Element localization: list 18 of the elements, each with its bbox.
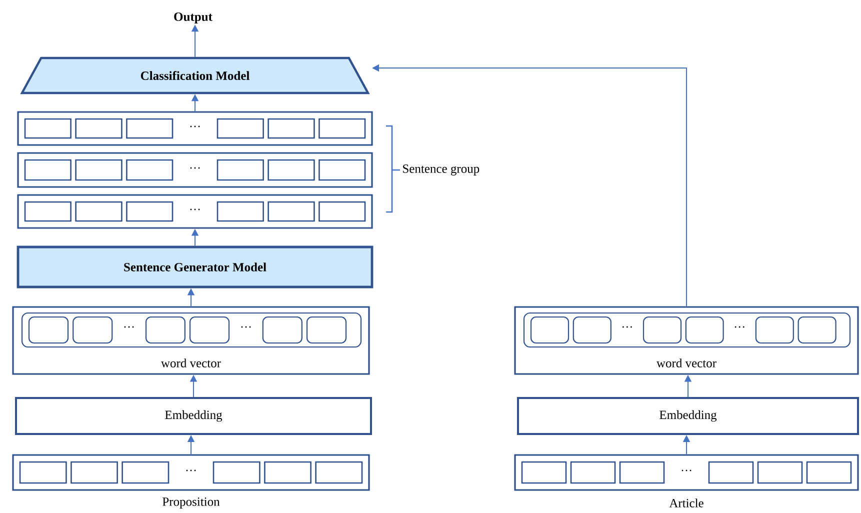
row-caption: Article — [669, 498, 704, 508]
ellipsis: … — [190, 208, 200, 210]
output-label: Output — [174, 12, 212, 24]
box-caption: word vector — [161, 358, 221, 368]
ellipsis: … — [190, 126, 200, 128]
model-box: Sentence Generator Model — [16, 246, 374, 288]
ellipsis: … — [734, 326, 744, 328]
box-caption: word vector — [656, 358, 716, 368]
ellipsis: … — [190, 167, 200, 169]
embedding-box: Embedding — [517, 397, 859, 435]
ellipsis: … — [682, 470, 692, 472]
ellipsis: … — [622, 326, 632, 328]
ellipsis: … — [241, 326, 251, 328]
ellipsis: … — [124, 326, 134, 328]
row-caption: Proposition — [162, 498, 220, 508]
group-label: Sentence group — [403, 164, 480, 176]
ellipsis: … — [186, 470, 196, 472]
embedding-box: Embedding — [15, 397, 372, 435]
